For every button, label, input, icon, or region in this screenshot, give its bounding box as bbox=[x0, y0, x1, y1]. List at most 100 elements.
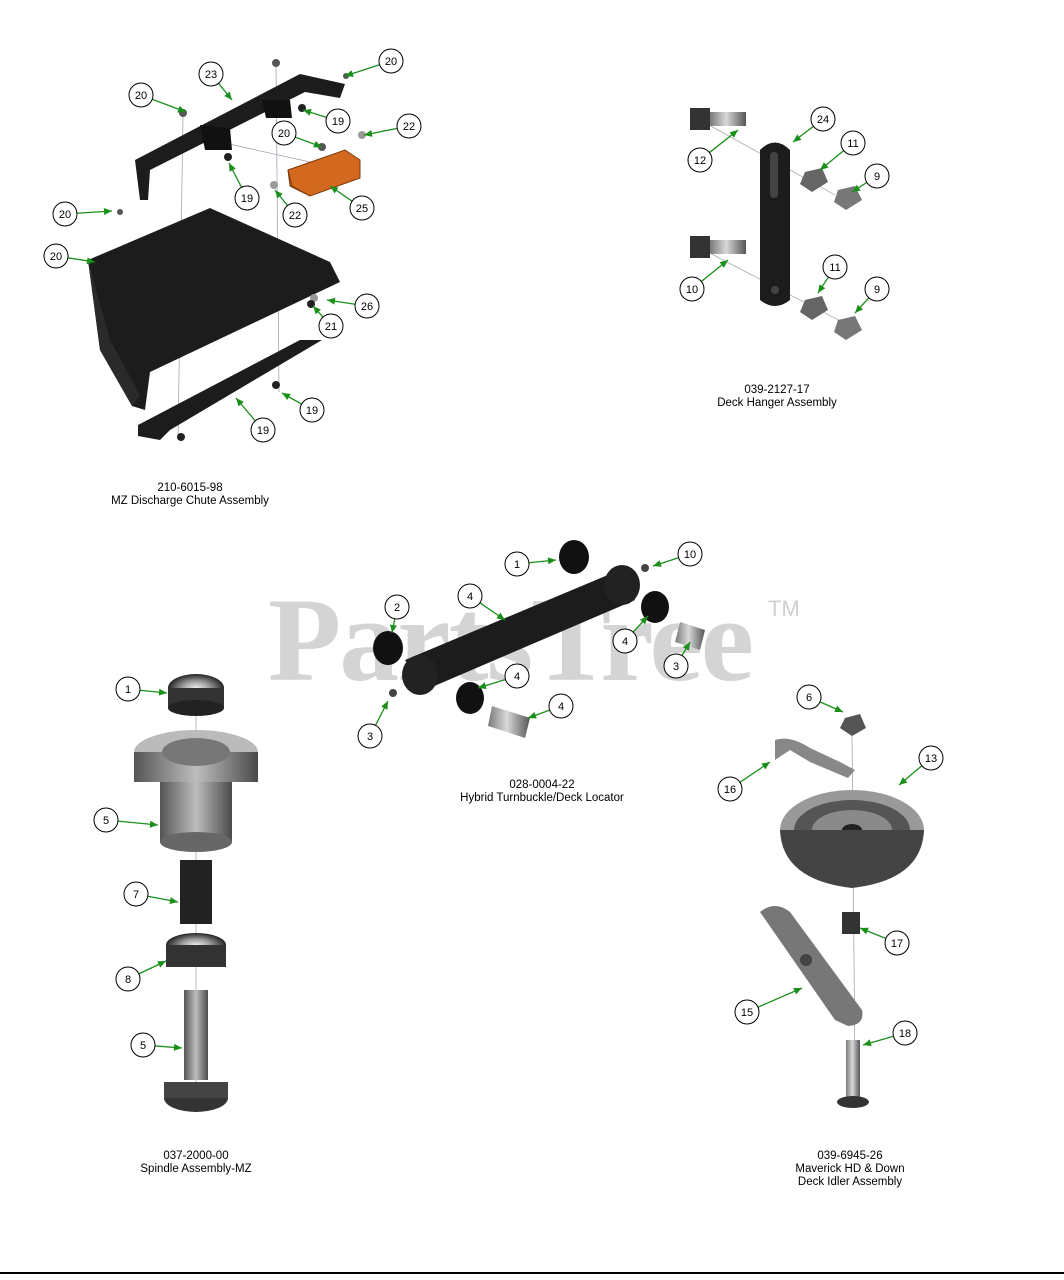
callout-bubble bbox=[128, 82, 154, 108]
callout-arrowhead bbox=[236, 398, 244, 407]
callout-number: 1 bbox=[514, 559, 520, 571]
callout-arrowhead bbox=[528, 711, 537, 719]
callout-23: 23 bbox=[198, 61, 233, 101]
callout-number: 6 bbox=[806, 692, 812, 704]
callout-number: 19 bbox=[241, 193, 253, 205]
callout-3: 3 bbox=[357, 700, 389, 749]
callout-number: 12 bbox=[694, 155, 706, 167]
callout-4: 4 bbox=[477, 663, 530, 689]
callout-19: 19 bbox=[235, 397, 276, 443]
callout-12: 12 bbox=[687, 129, 739, 173]
caption-spindle: 037-2000-00 Spindle Assembly-MZ bbox=[76, 1150, 316, 1176]
callout-bubble bbox=[299, 397, 325, 423]
callout-bubble bbox=[717, 776, 743, 802]
callout-21: 21 bbox=[312, 305, 344, 339]
callout-bubble bbox=[198, 61, 224, 87]
callout-8: 8 bbox=[115, 960, 167, 992]
callout-number: 11 bbox=[847, 138, 858, 150]
callout-26: 26 bbox=[326, 293, 380, 319]
callout-number: 22 bbox=[403, 121, 415, 133]
callout-number: 18 bbox=[899, 1028, 911, 1040]
callout-bubble bbox=[504, 663, 530, 689]
callout-bubble bbox=[325, 108, 351, 134]
callout-arrowhead bbox=[158, 688, 167, 696]
callout-6: 6 bbox=[796, 684, 844, 713]
caption-part-no: 039-6945-26 bbox=[817, 1150, 883, 1162]
callout-number: 5 bbox=[140, 1040, 146, 1052]
callout-number: 22 bbox=[289, 210, 301, 222]
callout-bubble bbox=[384, 594, 410, 620]
callout-arrowhead bbox=[282, 393, 291, 400]
callout-arrowhead bbox=[719, 260, 728, 268]
callout-11: 11 bbox=[819, 130, 866, 171]
spindle-drawing bbox=[134, 674, 258, 1112]
caption-deck-hanger: 039-2127-17 Deck Hanger Assembly bbox=[657, 384, 897, 410]
callout-bubble bbox=[130, 1032, 156, 1058]
callout-arrowhead bbox=[899, 777, 908, 785]
watermark-tm: TM bbox=[768, 596, 800, 621]
caption-discharge-chute: 210-6015-98 MZ Discharge Chute Assembly bbox=[70, 482, 310, 508]
callout-arrowhead bbox=[173, 1043, 182, 1051]
caption-name-line2: Deck Idler Assembly bbox=[797, 1176, 903, 1188]
callout-24: 24 bbox=[792, 106, 836, 143]
callout-number: 25 bbox=[356, 203, 368, 215]
callout-number: 19 bbox=[306, 405, 318, 417]
callout-20: 20 bbox=[271, 120, 323, 148]
callout-number: 20 bbox=[278, 128, 290, 140]
callout-9: 9 bbox=[854, 276, 890, 314]
callout-number: 4 bbox=[514, 671, 520, 683]
callout-bubble bbox=[864, 163, 890, 189]
callout-number: 23 bbox=[205, 69, 217, 81]
callout-bubble bbox=[810, 106, 836, 132]
caption-name: MZ Discharge Chute Assembly bbox=[111, 495, 269, 507]
callout-number: 4 bbox=[622, 636, 628, 648]
callout-4: 4 bbox=[612, 615, 649, 654]
callout-bubble bbox=[918, 745, 944, 771]
callout-arrowhead bbox=[478, 682, 487, 689]
callout-bubble bbox=[892, 1020, 918, 1046]
callout-number: 1 bbox=[125, 684, 131, 696]
callout-arrowhead bbox=[330, 186, 339, 194]
callout-bubble bbox=[822, 254, 848, 280]
callout-bubble bbox=[234, 185, 260, 211]
callout-number: 10 bbox=[686, 284, 698, 296]
callout-arrowhead bbox=[313, 140, 322, 148]
callout-number: 19 bbox=[257, 425, 269, 437]
callout-arrowhead bbox=[103, 208, 112, 216]
callout-bubble bbox=[271, 120, 297, 146]
callout-arrowhead bbox=[496, 612, 505, 620]
callout-number: 13 bbox=[925, 753, 937, 765]
callout-22: 22 bbox=[274, 189, 308, 228]
callout-bubble bbox=[679, 276, 705, 302]
callout-number: 4 bbox=[558, 701, 564, 713]
callout-number: 9 bbox=[874, 284, 880, 296]
callout-bubble bbox=[378, 48, 404, 74]
callout-arrowhead bbox=[364, 129, 373, 137]
callout-arrowhead bbox=[852, 184, 861, 192]
callout-number: 8 bbox=[125, 974, 131, 986]
callout-bubble bbox=[396, 113, 422, 139]
callout-number: 24 bbox=[817, 114, 829, 126]
callout-4: 4 bbox=[457, 583, 506, 621]
callout-arrowhead bbox=[327, 297, 336, 305]
callout-5: 5 bbox=[93, 807, 159, 833]
callout-arrowhead bbox=[157, 961, 166, 968]
callout-25: 25 bbox=[329, 185, 375, 221]
callout-arrowhead bbox=[345, 70, 354, 77]
callout-bubble bbox=[663, 653, 689, 679]
callout-number: 3 bbox=[367, 731, 373, 743]
callout-number: 20 bbox=[59, 209, 71, 221]
callout-bubble bbox=[357, 723, 383, 749]
callout-number: 16 bbox=[724, 784, 736, 796]
callout-number: 21 bbox=[325, 321, 337, 333]
callout-number: 9 bbox=[874, 171, 880, 183]
callout-number: 17 bbox=[891, 938, 903, 950]
callout-bubble bbox=[864, 276, 890, 302]
callout-arrowhead bbox=[547, 557, 556, 565]
callout-number: 4 bbox=[467, 591, 473, 603]
callout-number: 10 bbox=[684, 549, 696, 561]
callout-bubble bbox=[840, 130, 866, 156]
callout-bubble bbox=[349, 195, 375, 221]
